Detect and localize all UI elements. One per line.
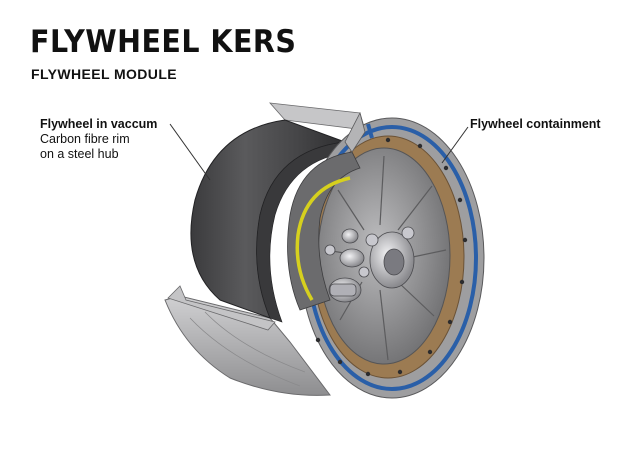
callout-containment-heading: Flywheel containment	[470, 117, 601, 131]
blue-accent	[366, 123, 374, 139]
callout-containment: Flywheel containment	[470, 117, 601, 132]
leader-flywheel	[169, 123, 211, 181]
shell-lip	[167, 285, 276, 331]
cut-edge	[344, 111, 366, 153]
callout-flywheel-line1: Carbon fibre rim	[40, 132, 130, 146]
callout-flywheel: Flywheel in vaccum Carbon fibre rim on a…	[40, 117, 157, 162]
lower-shell-ribs	[189, 311, 306, 387]
page-subtitle: FLYWHEEL MODULE	[31, 66, 178, 82]
inner-cavity	[287, 151, 361, 311]
lower-shell	[164, 295, 331, 396]
callout-flywheel-heading: Flywheel in vaccum	[40, 117, 158, 131]
page-title: FLYWHEEL KERS	[30, 24, 297, 60]
hub-assembly	[324, 226, 415, 303]
yellow-hub-ring	[295, 176, 351, 301]
carbon-rim-inner-face	[256, 141, 353, 323]
callout-flywheel-line2: on a steel hub	[40, 147, 119, 161]
ring-bolts	[315, 137, 468, 377]
leader-containment	[441, 126, 469, 164]
